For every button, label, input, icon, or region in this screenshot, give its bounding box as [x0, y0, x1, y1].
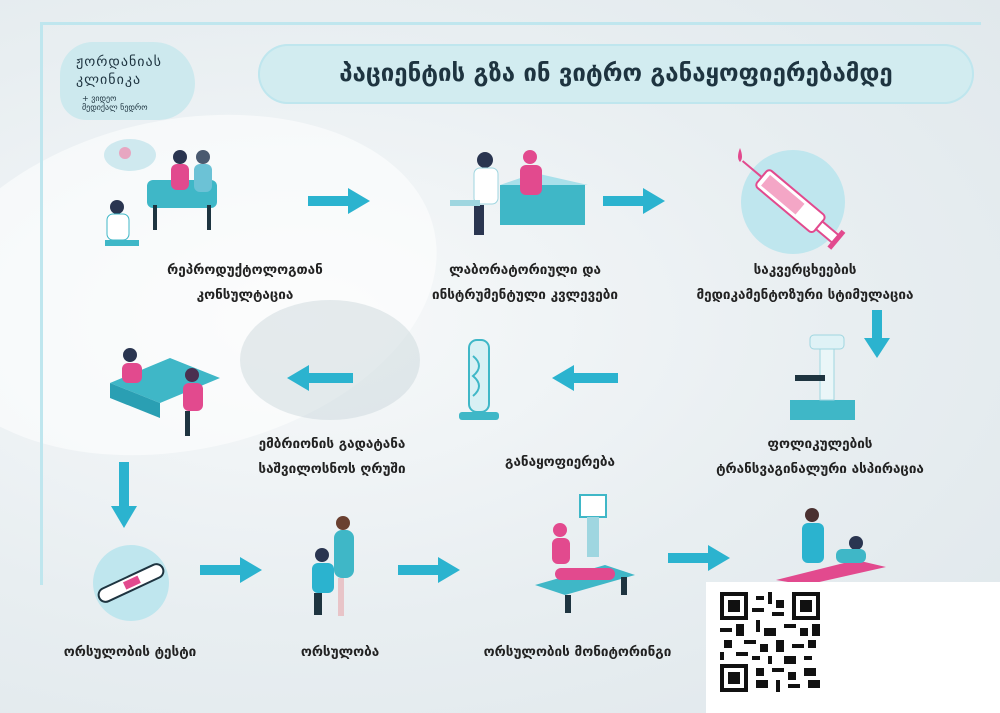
ultrasound-monitoring-icon [535, 494, 635, 613]
arrow-down-icon [111, 462, 137, 528]
arrow-left-icon [287, 365, 353, 391]
step-4-line1: ფოლიკულების [767, 436, 873, 452]
step-1-line1: რეპროდუქტოლოგთან [167, 262, 323, 278]
step-label-embryo-transfer: ემბრიონის გადატანა საშვილოსნოს ღრუში [212, 432, 452, 482]
step-6-line1: ემბრიონის გადატანა [258, 436, 406, 452]
step-8-line1: ორსულობა [300, 644, 380, 660]
birth-hospital-bed-icon [776, 508, 886, 585]
test-tube-icon [459, 339, 499, 420]
pregnancy-icon [312, 516, 354, 616]
logo-line1: ჟორდანიას [76, 54, 162, 70]
arrow-right-icon [603, 188, 665, 214]
background-petri-dish [240, 300, 420, 420]
embryo-transfer-icon [110, 348, 220, 436]
decorative-frame [40, 22, 981, 585]
consultation-icon [104, 139, 217, 246]
arrow-down-icon [864, 310, 890, 358]
step-1-line2: კონსულტაცია [196, 287, 294, 303]
pregnancy-test-icon [93, 545, 169, 621]
arrow-right-icon [308, 188, 370, 214]
arrow-right-icon [200, 557, 262, 583]
clinic-logo: ჟორდანიას კლინიკა + ვიდეო მედიქალ ნედრო [60, 42, 195, 120]
step-2-line1: ლაბორატორიული და [449, 262, 601, 278]
step-4-line2: ტრანსვაგინალური ასპირაცია [716, 461, 924, 477]
step-9-line1: ორსულობის მონიტორინგი [483, 644, 672, 660]
step-label-aspiration: ფოლიკულების ტრანსვაგინალური ასპირაცია [690, 432, 950, 482]
step-6-line2: საშვილოსნოს ღრუში [258, 461, 406, 477]
laboratory-icon [450, 150, 588, 235]
page-title-banner: პაციენტის გზა ინ ვიტრო განაყოფიერებამდე [258, 44, 974, 104]
step-label-fertilization: განაყოფიერება [480, 450, 640, 475]
microscope-icon [790, 334, 855, 420]
qr-code[interactable] [720, 592, 820, 692]
step-7-line1: ორსულობის ტესტი [63, 644, 197, 660]
step-3-line2: მედიკამენტოზური სტიმულაცია [696, 287, 914, 303]
step-2-line2: ინსტრუმენტული კვლევები [431, 287, 618, 303]
logo-tagline: + ვიდეო მედიქალ ნედრო [82, 94, 148, 112]
step-label-consultation: რეპროდუქტოლოგთან კონსულტაცია [135, 258, 355, 308]
page-title: პაციენტის გზა ინ ვიტრო განაყოფიერებამდე [339, 59, 893, 87]
arrow-right-icon [398, 557, 460, 583]
syringe-icon [738, 148, 846, 254]
step-label-pregnancy: ორსულობა [275, 640, 405, 665]
step-label-laboratory: ლაბორატორიული და ინსტრუმენტული კვლევები [400, 258, 650, 308]
step-5-line1: განაყოფიერება [505, 454, 615, 470]
arrow-right-icon [668, 545, 730, 571]
step-label-monitoring: ორსულობის მონიტორინგი [455, 640, 700, 665]
step-3-line1: საკვერცხეების [753, 262, 857, 278]
step-label-pregnancy-test: ორსულობის ტესტი [40, 640, 220, 665]
arrow-left-icon [552, 365, 618, 391]
step-label-stimulation: საკვერცხეების მედიკამენტოზური სტიმულაცია [680, 258, 930, 308]
logo-line2: კლინიკა [76, 72, 142, 88]
